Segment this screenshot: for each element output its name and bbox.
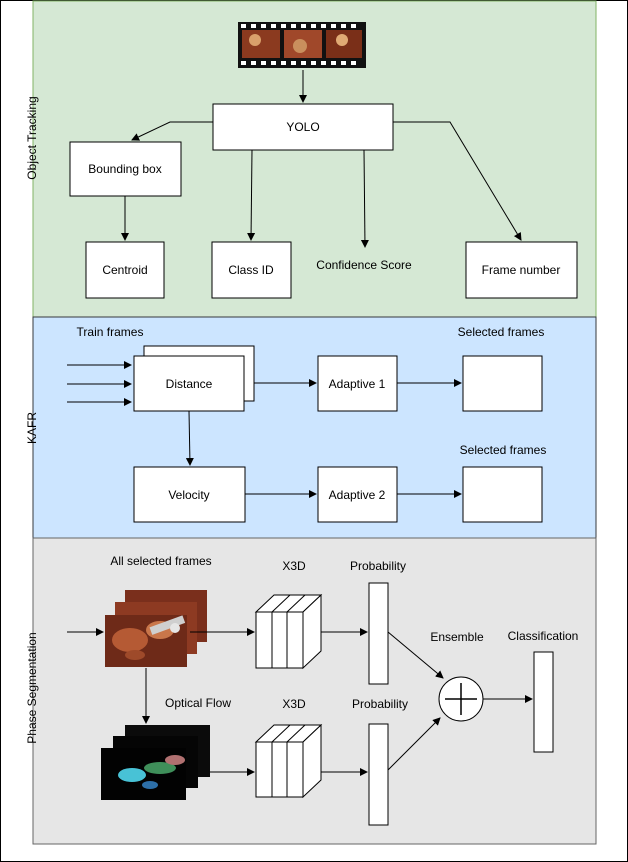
adaptive-2-label: Adaptive 2 — [329, 488, 386, 502]
arrow-yolo-to-frame-number — [393, 121, 522, 241]
arrow-yolo-to-confidence — [360, 149, 369, 248]
film-strip-icon — [238, 22, 366, 68]
class-id-label: Class ID — [228, 263, 274, 277]
arrow-prob-bottom-to-ensemble — [387, 717, 441, 771]
arrow-yolo-to-class-id — [247, 149, 256, 241]
kafr-label: KAFR — [25, 412, 39, 444]
optical-flow-frame-stack-icon — [101, 725, 210, 800]
selected-frames-1-box — [462, 355, 543, 412]
classification-label: Classification — [508, 629, 579, 643]
distance-node: Distance — [133, 345, 255, 412]
object-tracking-label: Object Tracking — [25, 96, 39, 179]
x3d-top-block — [254, 593, 323, 670]
confidence-score-label: Confidence Score — [316, 258, 412, 272]
adaptive-1-label: Adaptive 1 — [329, 377, 386, 391]
bounding-box-label: Bounding box — [88, 162, 161, 176]
x3d-top-label: X3D — [282, 559, 306, 573]
distance-label: Distance — [166, 377, 213, 391]
adaptive-2-node: Adaptive 2 — [317, 466, 398, 523]
selected-frames-1-label: Selected frames — [458, 325, 545, 339]
x3d-bottom-block — [254, 723, 323, 799]
selected-frames-2-label: Selected frames — [460, 443, 547, 457]
phase-segmentation-label: Phase Segmentation — [25, 632, 39, 743]
selected-frames-2-box — [462, 466, 543, 523]
centroid-label: Centroid — [102, 263, 147, 277]
ensemble-label: Ensemble — [430, 630, 484, 644]
velocity-node: Velocity — [133, 466, 246, 523]
velocity-label: Velocity — [168, 488, 209, 502]
adaptive-1-node: Adaptive 1 — [317, 355, 398, 412]
x3d-bottom-label: X3D — [282, 697, 306, 711]
classification-bar — [533, 651, 554, 753]
probability-bottom-label: Probability — [352, 697, 408, 711]
surgical-frame-stack-icon — [105, 590, 207, 667]
all-selected-frames-label: All selected frames — [110, 554, 211, 568]
probability-top-bar — [368, 582, 389, 685]
optical-flow-label: Optical Flow — [165, 696, 231, 710]
bounding-box-node: Bounding box — [69, 141, 182, 197]
arrow-distance-to-velocity — [185, 410, 194, 466]
class-id-node: Class ID — [211, 241, 292, 299]
yolo-label: YOLO — [286, 120, 319, 134]
frame-number-label: Frame number — [482, 263, 561, 277]
yolo-box: YOLO — [212, 103, 394, 151]
probability-bottom-bar — [368, 723, 389, 826]
probability-top-label: Probability — [350, 559, 406, 573]
centroid-node: Centroid — [85, 241, 165, 299]
arrow-yolo-to-bounding-box — [131, 121, 213, 141]
arrow-prob-top-to-ensemble — [387, 631, 444, 679]
ensemble-node — [438, 676, 484, 722]
train-frames-label: Train frames — [77, 325, 144, 339]
frame-number-node: Frame number — [465, 241, 578, 299]
